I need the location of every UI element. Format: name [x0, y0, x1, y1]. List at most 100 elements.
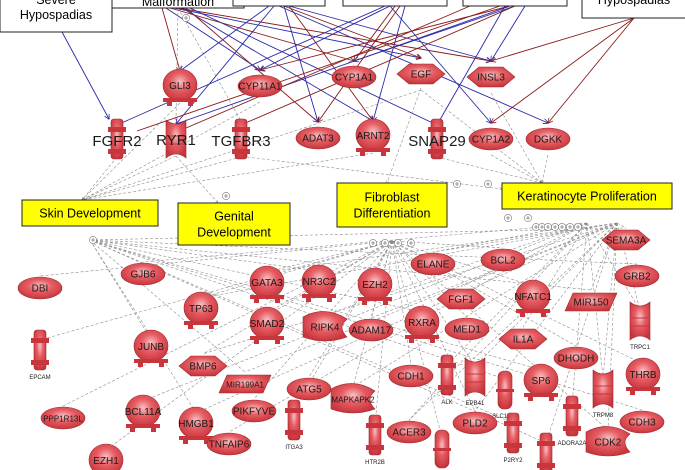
outcome-box-hypo: Hypospadias: [581, 0, 685, 19]
node-dbi[interactable]: DBI: [17, 276, 63, 300]
node-cnr2[interactable]: CNR2: [537, 432, 555, 470]
node-label: BCL11A: [125, 407, 162, 418]
node-sp6[interactable]: SP6: [523, 363, 559, 401]
node-med1[interactable]: MED1: [444, 317, 490, 341]
node-arnt2[interactable]: ARNT2: [355, 118, 391, 156]
node-ripk4[interactable]: RIPK4: [302, 311, 348, 342]
node-adam17[interactable]: ADAM17: [348, 318, 394, 342]
process-box-kerat[interactable]: Keratinocyte Proliferation: [501, 182, 673, 210]
node-thrb[interactable]: THRB: [625, 357, 661, 395]
relationship-edge: [260, 5, 511, 70]
node-slc6a4[interactable]: SLC6A4: [431, 429, 454, 470]
node-rxra[interactable]: RXRA: [404, 305, 440, 343]
node-label: CYP1A1: [335, 73, 374, 84]
relationship-edge: [391, 240, 504, 249]
node-pld2[interactable]: PLD2: [452, 411, 498, 435]
node-nfatc1[interactable]: NFATC1: [514, 279, 552, 317]
node-label: PPP1R13L: [43, 415, 83, 424]
node-mir150[interactable]: MIR150: [564, 292, 618, 312]
node-label: JUNB: [138, 342, 164, 353]
node-egf[interactable]: EGF: [396, 63, 446, 85]
node-junb[interactable]: JUNB: [133, 329, 169, 367]
node-trpm8[interactable]: TRPM8: [592, 369, 614, 419]
node-mapkapk2[interactable]: MAPKAPK2: [330, 383, 376, 414]
node-cyp1a1[interactable]: CYP1A1: [331, 65, 377, 89]
node-label: SLC12A8: [492, 414, 518, 420]
node-dgkk[interactable]: DGKK: [525, 127, 571, 151]
node-tgfbr3[interactable]: TGFBR3: [211, 118, 271, 160]
node-ezh2[interactable]: EZH2: [357, 267, 393, 305]
node-bcl2[interactable]: BCL2: [480, 248, 526, 272]
outcome-box-malform: Malformation: [111, 0, 245, 9]
node-bmp6[interactable]: BMP6: [178, 355, 228, 377]
node-smad2[interactable]: SMAD2: [249, 306, 285, 344]
node-ppp1r13l[interactable]: PPP1R13L: [40, 406, 86, 430]
node-label: ALK: [441, 400, 452, 406]
relationship-edge: [318, 5, 401, 122]
node-epcam[interactable]: EPCAM: [29, 329, 51, 381]
node-label: ARNT2: [357, 131, 390, 142]
node-cdh1[interactable]: CDH1: [388, 364, 434, 388]
node-cdk2[interactable]: CDK2: [585, 426, 631, 457]
node-gata3[interactable]: GATA3: [249, 265, 285, 303]
node-il1a[interactable]: IL1A: [498, 328, 548, 350]
node-itga3[interactable]: ITGA3: [285, 399, 303, 451]
node-tnfaip6[interactable]: TNFAIP6: [206, 432, 252, 456]
relationship-edge: [571, 222, 588, 407]
node-cyp1a2[interactable]: CYP1A2: [468, 127, 514, 151]
relationship-edge: [408, 222, 588, 421]
node-p2ry2[interactable]: P2RY2: [504, 412, 524, 464]
node-slc12a8[interactable]: SLC12A8: [492, 370, 519, 420]
node-trpc1[interactable]: TRPC1: [629, 301, 650, 351]
node-label: ACER3: [392, 428, 426, 439]
node-hmgb1[interactable]: HMGB1: [178, 406, 214, 444]
node-gjb6[interactable]: GJB6: [120, 262, 166, 286]
node-pikfyve[interactable]: PIKFYVE: [231, 399, 277, 423]
node-atg5[interactable]: ATG5: [286, 377, 332, 401]
relationship-edge: [142, 222, 588, 402]
node-fgf1[interactable]: FGF1: [436, 288, 486, 310]
node-adat3[interactable]: ADAT3: [295, 126, 341, 150]
node-alk[interactable]: ALK: [438, 354, 456, 406]
node-mir199a1[interactable]: MIR199A1: [218, 374, 272, 394]
node-htr2b[interactable]: HTR2B: [365, 414, 385, 466]
node-sema3a[interactable]: SEMA3A: [601, 229, 651, 251]
node-gli3[interactable]: GLI3: [162, 68, 198, 106]
node-cdh3[interactable]: CDH3: [619, 410, 665, 434]
node-dhodh[interactable]: DHODH: [553, 346, 599, 370]
relationship-edge: [391, 240, 443, 439]
node-tp63[interactable]: TP63: [183, 291, 219, 329]
node-ryr1[interactable]: RYR1: [156, 119, 196, 159]
node-label: BMP6: [189, 362, 217, 373]
relationship-edge: [491, 17, 635, 61]
plus-marker: [89, 236, 97, 244]
process-box-skin[interactable]: Skin Development: [21, 199, 159, 227]
relationship-edge: [117, 5, 386, 125]
relationship-edge: [352, 222, 618, 388]
node-insl3[interactable]: INSL3: [466, 66, 516, 88]
node-label: MAPKAPK2: [331, 396, 375, 405]
node-grb2[interactable]: GRB2: [614, 264, 660, 288]
relationship-edge: [39, 240, 393, 277]
node-elane[interactable]: ELANE: [410, 252, 456, 276]
node-acer3[interactable]: ACER3: [386, 420, 432, 444]
node-epb41[interactable]: EPB41: [464, 357, 486, 407]
node-bcl11a[interactable]: BCL11A: [125, 394, 162, 432]
node-fgfr2[interactable]: FGFR2: [92, 118, 142, 160]
node-label: TP63: [189, 304, 213, 315]
plus-marker: [551, 223, 559, 231]
node-ezh1[interactable]: EZH1: [88, 443, 124, 470]
node-adora2a[interactable]: ADORA2A: [558, 395, 587, 447]
node-snap29[interactable]: SNAP29: [408, 118, 466, 160]
outcome-box-label: Severe: [36, 0, 76, 7]
relationship-edge: [82, 89, 422, 200]
plus-marker: [394, 239, 402, 247]
node-cyp11a1[interactable]: CYP11A1: [237, 74, 283, 98]
node-nr3c2[interactable]: NR3C2: [301, 264, 337, 302]
node-label: NR3C2: [303, 277, 336, 288]
node-label: ADAM17: [351, 326, 391, 337]
